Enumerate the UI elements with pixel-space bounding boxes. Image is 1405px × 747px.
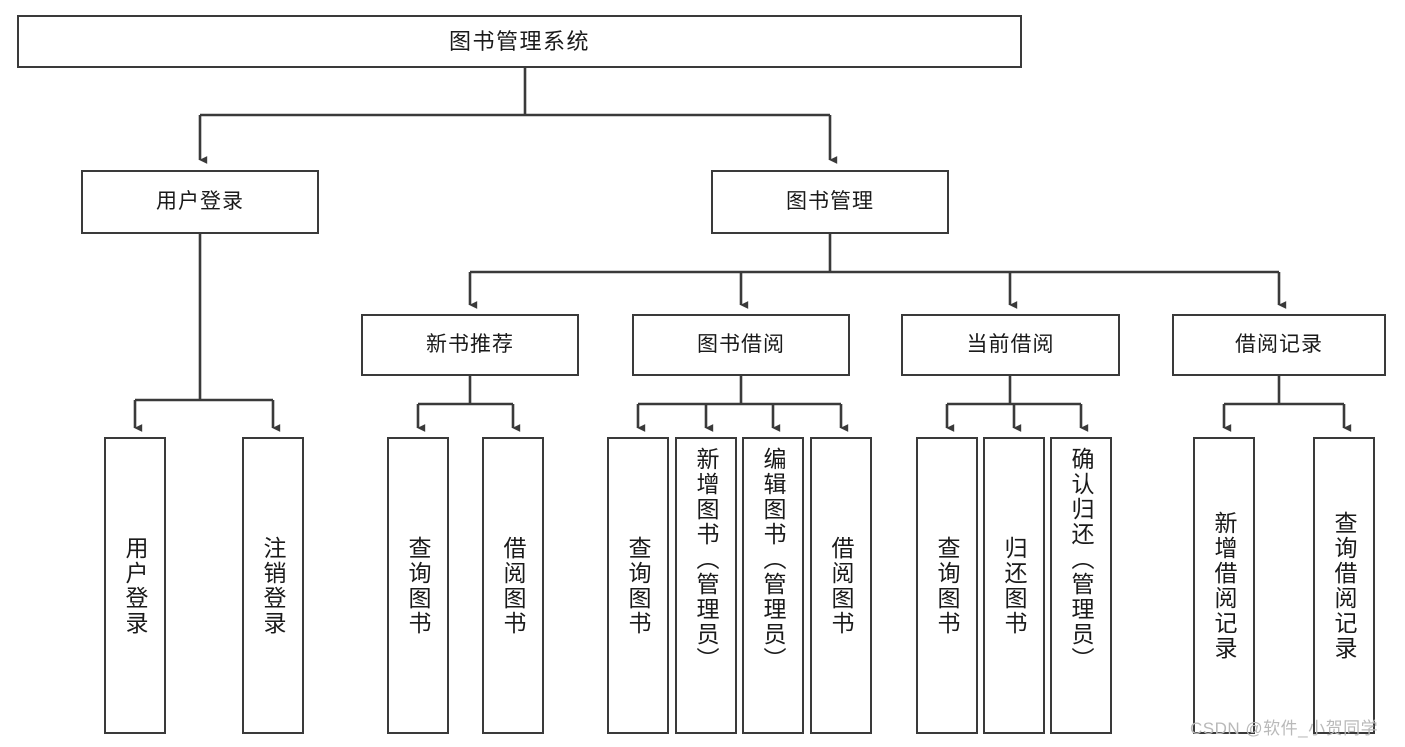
leaf-query-books-recommend-label: 查询图书 bbox=[405, 535, 432, 636]
leaf-add-borrow-record[interactable]: 新增借阅记录 bbox=[1193, 437, 1255, 734]
node-user-login-label: 用户登录 bbox=[156, 189, 244, 213]
leaf-logout[interactable]: 注销登录 bbox=[242, 437, 304, 734]
leaf-logout-label: 注销登录 bbox=[260, 535, 287, 636]
node-book-management[interactable]: 图书管理 bbox=[711, 170, 949, 234]
leaf-user-login-label: 用户登录 bbox=[122, 535, 149, 636]
node-book-borrow-label: 图书借阅 bbox=[697, 332, 785, 356]
node-new-book-recommend[interactable]: 新书推荐 bbox=[361, 314, 579, 376]
node-root-system[interactable]: 图书管理系统 bbox=[17, 15, 1022, 68]
node-borrow-records[interactable]: 借阅记录 bbox=[1172, 314, 1386, 376]
leaf-add-borrow-record-label: 新增借阅记录 bbox=[1211, 510, 1238, 661]
leaf-query-books-current-label: 查询图书 bbox=[934, 535, 961, 636]
leaf-confirm-return-admin-label: 确认归还（管理员） bbox=[1068, 447, 1095, 672]
leaf-query-books-borrow-label: 查询图书 bbox=[625, 535, 652, 636]
leaf-query-books-current[interactable]: 查询图书 bbox=[916, 437, 978, 734]
leaf-return-books-label: 归还图书 bbox=[1001, 535, 1028, 636]
node-current-borrow[interactable]: 当前借阅 bbox=[901, 314, 1120, 376]
leaf-confirm-return-admin[interactable]: 确认归还（管理员） bbox=[1050, 437, 1112, 734]
leaf-borrow-books[interactable]: 借阅图书 bbox=[810, 437, 872, 734]
node-book-borrow[interactable]: 图书借阅 bbox=[632, 314, 850, 376]
node-book-management-label: 图书管理 bbox=[786, 189, 874, 213]
leaf-borrow-books-recommend-label: 借阅图书 bbox=[500, 535, 527, 636]
node-user-login[interactable]: 用户登录 bbox=[81, 170, 319, 234]
node-root-label: 图书管理系统 bbox=[448, 28, 590, 54]
node-borrow-records-label: 借阅记录 bbox=[1235, 332, 1323, 356]
leaf-query-borrow-record[interactable]: 查询借阅记录 bbox=[1313, 437, 1375, 734]
leaf-edit-book-admin[interactable]: 编辑图书（管理员） bbox=[742, 437, 804, 734]
leaf-borrow-books-recommend[interactable]: 借阅图书 bbox=[482, 437, 544, 734]
leaf-return-books[interactable]: 归还图书 bbox=[983, 437, 1045, 734]
leaf-query-books-recommend[interactable]: 查询图书 bbox=[387, 437, 449, 734]
leaf-borrow-books-label: 借阅图书 bbox=[828, 535, 855, 636]
leaf-query-books-borrow[interactable]: 查询图书 bbox=[607, 437, 669, 734]
leaf-user-login[interactable]: 用户登录 bbox=[104, 437, 166, 734]
node-new-book-recommend-label: 新书推荐 bbox=[426, 332, 514, 356]
leaf-edit-book-admin-label: 编辑图书（管理员） bbox=[760, 447, 787, 672]
leaf-query-borrow-record-label: 查询借阅记录 bbox=[1331, 510, 1358, 661]
node-current-borrow-label: 当前借阅 bbox=[966, 332, 1055, 356]
leaf-add-book-admin-label: 新增图书（管理员） bbox=[693, 447, 720, 672]
leaf-add-book-admin[interactable]: 新增图书（管理员） bbox=[675, 437, 737, 734]
